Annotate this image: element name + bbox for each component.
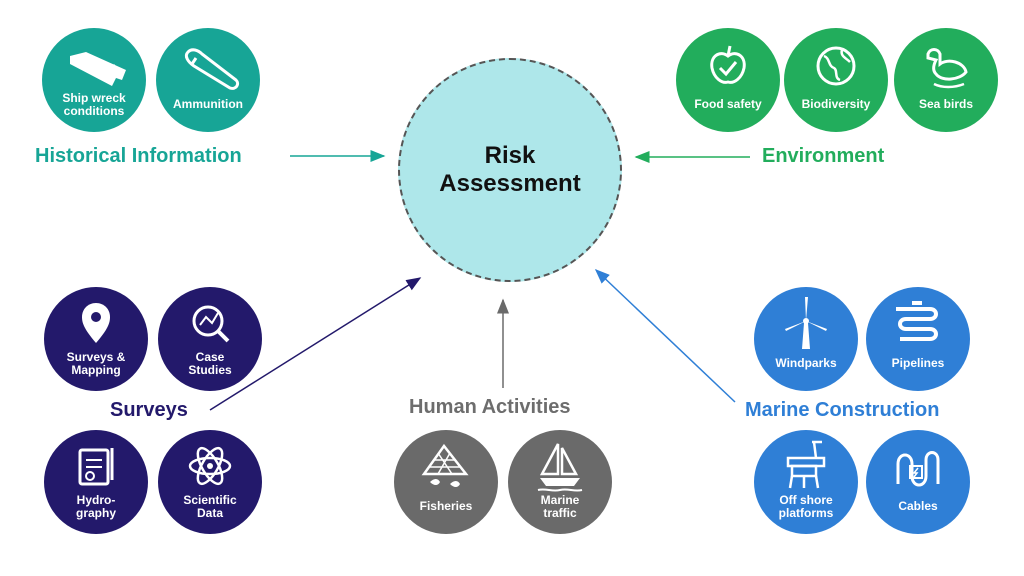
node-hydrography: Hydro- graphy <box>44 430 148 534</box>
risk-assessment-circle: Risk Assessment <box>398 58 622 282</box>
node-offshore-platforms: Off shore platforms <box>754 430 858 534</box>
shipwreck-icon <box>70 52 126 86</box>
group-title-marine-construction: Marine Construction <box>745 399 940 421</box>
node-label: Hydro- graphy <box>75 493 116 520</box>
group-title-human-activities: Human Activities <box>409 396 571 418</box>
clipboard-icon <box>78 448 114 486</box>
node-label: Surveys & Mapping <box>66 350 126 377</box>
node-label: Cables <box>898 499 938 513</box>
node-cables: Cables <box>866 430 970 534</box>
map-pin-icon <box>82 303 110 343</box>
ammunition-icon <box>184 48 240 90</box>
fishing-net-icon <box>421 443 469 487</box>
node-pipelines: Pipelines <box>866 287 970 391</box>
node-label: Windparks <box>775 356 837 370</box>
atom-icon <box>188 446 232 486</box>
sailboat-icon <box>537 443 583 492</box>
node-label: Marine traffic <box>540 493 580 520</box>
node-label: Case Studies <box>188 350 232 377</box>
node-fisheries: Fisheries <box>394 430 498 534</box>
node-ship-wreck-conditions: Ship wreck conditions <box>42 28 146 132</box>
node-food-safety: Food safety <box>676 28 780 132</box>
arrow-marine <box>594 268 736 403</box>
node-label: Pipelines <box>891 356 945 370</box>
node-scientific-data: Scientific Data <box>158 430 262 534</box>
node-label: Scientific Data <box>183 493 237 520</box>
group-title-surveys: Surveys <box>110 399 188 421</box>
group-title-historical: Historical Information <box>35 145 242 167</box>
node-biodiversity: Biodiversity <box>784 28 888 132</box>
node-case-studies: Case Studies <box>158 287 262 391</box>
globe-icon <box>816 46 856 86</box>
arrow-surveys <box>209 277 422 411</box>
node-surveys-mapping: Surveys & Mapping <box>44 287 148 391</box>
node-label: Food safety <box>694 97 762 111</box>
node-windparks: Windparks <box>754 287 858 391</box>
node-label: Sea birds <box>918 97 974 111</box>
pipeline-icon <box>896 301 938 341</box>
node-label: Biodiversity <box>801 97 871 111</box>
node-sea-birds: Sea birds <box>894 28 998 132</box>
group-title-environment: Environment <box>762 145 885 167</box>
node-label: Fisheries <box>419 499 473 513</box>
oil-platform-icon <box>786 440 826 489</box>
node-ammunition: Ammunition <box>156 28 260 132</box>
wind-turbine-icon <box>785 297 827 349</box>
duck-icon <box>926 48 968 89</box>
apple-check-icon <box>710 45 746 84</box>
node-label: Ship wreck conditions <box>62 91 126 118</box>
node-label: Off shore platforms <box>778 493 834 520</box>
magnifier-chart-icon <box>192 305 230 343</box>
risk-assessment-label: Risk Assessment <box>439 142 581 197</box>
node-marine-traffic: Marine traffic <box>508 430 612 534</box>
node-label: Ammunition <box>173 97 243 111</box>
cable-icon <box>896 451 940 487</box>
